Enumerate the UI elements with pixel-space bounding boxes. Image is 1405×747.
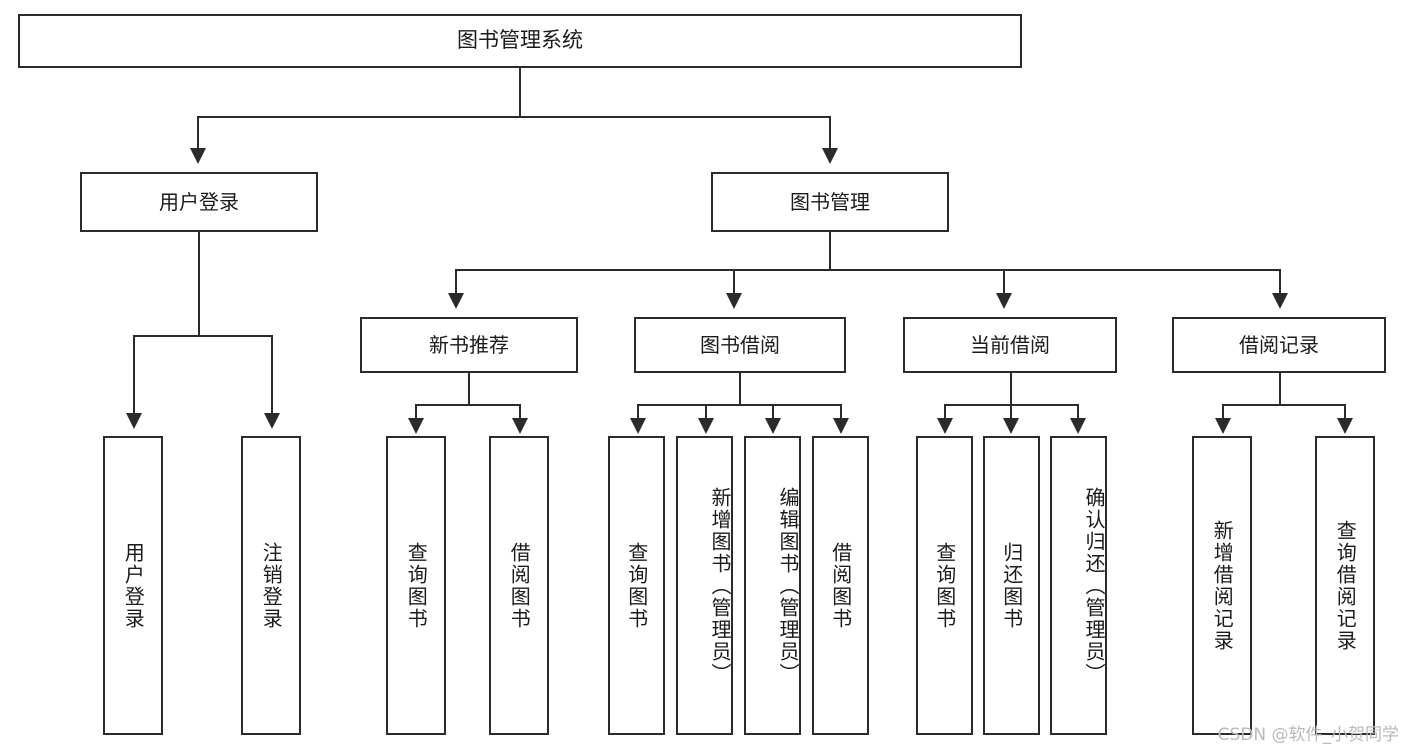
connector-root-drop-left bbox=[197, 116, 199, 148]
arrow-to-leaf-add-record bbox=[1215, 418, 1231, 434]
node-label: 查询图书 bbox=[404, 541, 429, 630]
node-label: 新书推荐 bbox=[429, 332, 509, 357]
arrow-to-leaf-add-book bbox=[698, 418, 714, 434]
leaf-borrow-book-1[interactable]: 借阅图书 bbox=[489, 436, 549, 735]
node-new-book-recommend[interactable]: 新书推荐 bbox=[360, 317, 578, 373]
leaf-query-book-2[interactable]: 查询图书 bbox=[608, 436, 665, 735]
connector-cb-drop-2 bbox=[1010, 404, 1012, 420]
connector-bb-drop-4 bbox=[840, 404, 842, 420]
node-label: 用户登录 bbox=[159, 189, 239, 214]
arrow-to-leaf-confirm-return bbox=[1070, 418, 1086, 434]
node-current-borrow[interactable]: 当前借阅 bbox=[903, 317, 1117, 373]
connector-bm-drop-1 bbox=[455, 269, 457, 295]
leaf-query-book-1[interactable]: 查询图书 bbox=[386, 436, 446, 735]
leaf-add-record[interactable]: 新增借阅记录 bbox=[1192, 436, 1252, 735]
connector-root-bar bbox=[197, 116, 831, 118]
node-label: 确认归还（管理员） bbox=[1082, 486, 1106, 685]
leaf-confirm-return[interactable]: 确认归还（管理员） bbox=[1050, 436, 1107, 735]
arrow-to-new-book-recommend bbox=[448, 293, 464, 309]
connector-br-drop-2 bbox=[1344, 404, 1346, 420]
arrow-to-leaf-user-login bbox=[126, 413, 142, 429]
leaf-query-record[interactable]: 查询借阅记录 bbox=[1315, 436, 1375, 735]
connector-nbr-drop-1 bbox=[415, 404, 417, 420]
connector-cb-drop-1 bbox=[944, 404, 946, 420]
leaf-return-book[interactable]: 归还图书 bbox=[983, 436, 1040, 735]
node-label: 借阅图书 bbox=[828, 541, 853, 630]
connector-book-management-stem bbox=[829, 232, 831, 271]
node-label: 借阅记录 bbox=[1239, 332, 1319, 357]
node-label: 查询图书 bbox=[932, 541, 957, 630]
connector-user-login-stem bbox=[198, 232, 200, 336]
connector-bm-drop-3 bbox=[1003, 269, 1005, 295]
arrow-to-leaf-borrow-book-1 bbox=[512, 418, 528, 434]
node-label: 图书借阅 bbox=[700, 332, 780, 357]
connector-bb-drop-2 bbox=[705, 404, 707, 420]
connector-br-stem bbox=[1279, 373, 1281, 406]
connector-br-drop-1 bbox=[1222, 404, 1224, 420]
arrow-to-leaf-edit-book bbox=[765, 418, 781, 434]
node-label: 新增借阅记录 bbox=[1210, 519, 1235, 652]
arrow-to-leaf-return-book bbox=[1003, 418, 1019, 434]
arrow-to-leaf-query-book-1 bbox=[408, 418, 424, 434]
leaf-borrow-book-2[interactable]: 借阅图书 bbox=[812, 436, 869, 735]
connector-nbr-drop-2 bbox=[519, 404, 521, 420]
arrow-to-book-management bbox=[822, 148, 838, 164]
connector-bb-stem bbox=[739, 373, 741, 406]
node-label: 归还图书 bbox=[999, 541, 1024, 630]
node-label: 图书管理系统 bbox=[457, 28, 583, 53]
leaf-add-book[interactable]: 新增图书（管理员） bbox=[676, 436, 733, 735]
node-label: 注销登录 bbox=[259, 541, 284, 630]
arrow-to-current-borrow bbox=[996, 293, 1012, 309]
arrow-to-leaf-query-book-2 bbox=[630, 418, 646, 434]
connector-nbr-bar bbox=[415, 404, 521, 406]
leaf-user-login[interactable]: 用户登录 bbox=[103, 436, 163, 735]
arrow-to-leaf-query-record bbox=[1337, 418, 1353, 434]
node-label: 图书管理 bbox=[790, 189, 870, 214]
node-borrow-record[interactable]: 借阅记录 bbox=[1172, 317, 1386, 373]
connector-user-login-bar bbox=[133, 335, 272, 337]
arrow-to-user-login bbox=[190, 148, 206, 164]
leaf-query-book-3[interactable]: 查询图书 bbox=[916, 436, 973, 735]
arrow-to-leaf-borrow-book-2 bbox=[833, 418, 849, 434]
node-label: 查询借阅记录 bbox=[1333, 519, 1358, 652]
connector-bb-drop-3 bbox=[772, 404, 774, 420]
node-label: 用户登录 bbox=[121, 541, 146, 630]
connector-cb-stem bbox=[1010, 373, 1012, 406]
connector-root-stem bbox=[519, 68, 521, 117]
node-label: 当前借阅 bbox=[970, 332, 1050, 357]
connector-br-bar bbox=[1222, 404, 1346, 406]
arrow-to-leaf-query-book-3 bbox=[937, 418, 953, 434]
connector-user-login-drop-2 bbox=[271, 335, 273, 415]
connector-book-management-bar bbox=[455, 269, 1281, 271]
connector-bb-drop-1 bbox=[637, 404, 639, 420]
node-root-book-management-system[interactable]: 图书管理系统 bbox=[18, 14, 1022, 68]
connector-bm-drop-4 bbox=[1279, 269, 1281, 295]
connector-bb-bar bbox=[637, 404, 842, 406]
connector-bm-drop-2 bbox=[733, 269, 735, 295]
node-book-management[interactable]: 图书管理 bbox=[711, 172, 949, 232]
node-book-borrow[interactable]: 图书借阅 bbox=[634, 317, 846, 373]
node-label: 查询图书 bbox=[624, 541, 649, 630]
arrow-to-leaf-logout bbox=[264, 413, 280, 429]
arrow-to-book-borrow bbox=[726, 293, 742, 309]
node-label: 借阅图书 bbox=[507, 541, 532, 630]
node-label: 新增图书（管理员） bbox=[708, 486, 732, 685]
connector-user-login-drop-1 bbox=[133, 335, 135, 415]
leaf-edit-book[interactable]: 编辑图书（管理员） bbox=[744, 436, 801, 735]
connector-nbr-stem bbox=[468, 373, 470, 406]
node-label: 编辑图书（管理员） bbox=[776, 486, 800, 685]
connector-root-drop-right bbox=[829, 116, 831, 148]
leaf-logout[interactable]: 注销登录 bbox=[241, 436, 301, 735]
arrow-to-borrow-record bbox=[1272, 293, 1288, 309]
connector-cb-drop-3 bbox=[1077, 404, 1079, 420]
node-user-login[interactable]: 用户登录 bbox=[80, 172, 318, 232]
